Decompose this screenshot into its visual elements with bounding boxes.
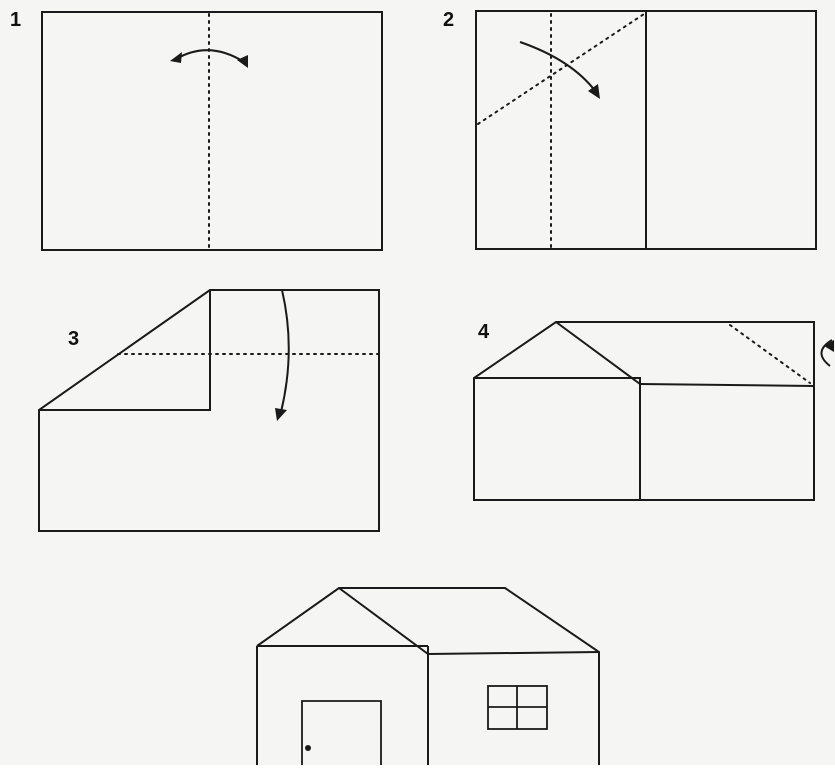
- step-1-arrowhead-right: [237, 55, 248, 68]
- step-3: 3: [39, 290, 379, 531]
- step-2-arrowhead: [588, 84, 600, 99]
- step-1-paper: [42, 12, 382, 250]
- step-4-diagonal-fold-line: [730, 325, 810, 383]
- house-roof-ridge-slope: [339, 588, 428, 654]
- door-knob: [305, 745, 311, 751]
- step-4-front-wall-edges: [474, 378, 640, 500]
- step-3-arrowhead: [275, 408, 287, 421]
- step-3-fold-arrow: [281, 290, 289, 412]
- step-4-roof-base: [640, 384, 814, 386]
- door-frame: [302, 701, 381, 765]
- step-2-number: 2: [443, 9, 454, 31]
- step-2-diagonal-fold-line: [478, 14, 644, 124]
- finished-house: [257, 588, 599, 765]
- house-side-roof-base: [428, 652, 599, 654]
- step-1-number: 1: [10, 9, 21, 31]
- step-4: 4: [474, 321, 834, 500]
- step-1-arrowhead-left: [170, 52, 182, 63]
- house-door: [302, 701, 381, 765]
- step-2: 2: [443, 9, 816, 249]
- step-4-roof-slope: [556, 322, 640, 384]
- house-window: [488, 686, 547, 729]
- step-2-fold-arrow: [520, 42, 596, 92]
- step-4-number: 4: [478, 321, 490, 343]
- step-1: 1: [10, 9, 382, 250]
- step-3-number: 3: [68, 328, 79, 350]
- step-4-paper-outline: [474, 322, 814, 500]
